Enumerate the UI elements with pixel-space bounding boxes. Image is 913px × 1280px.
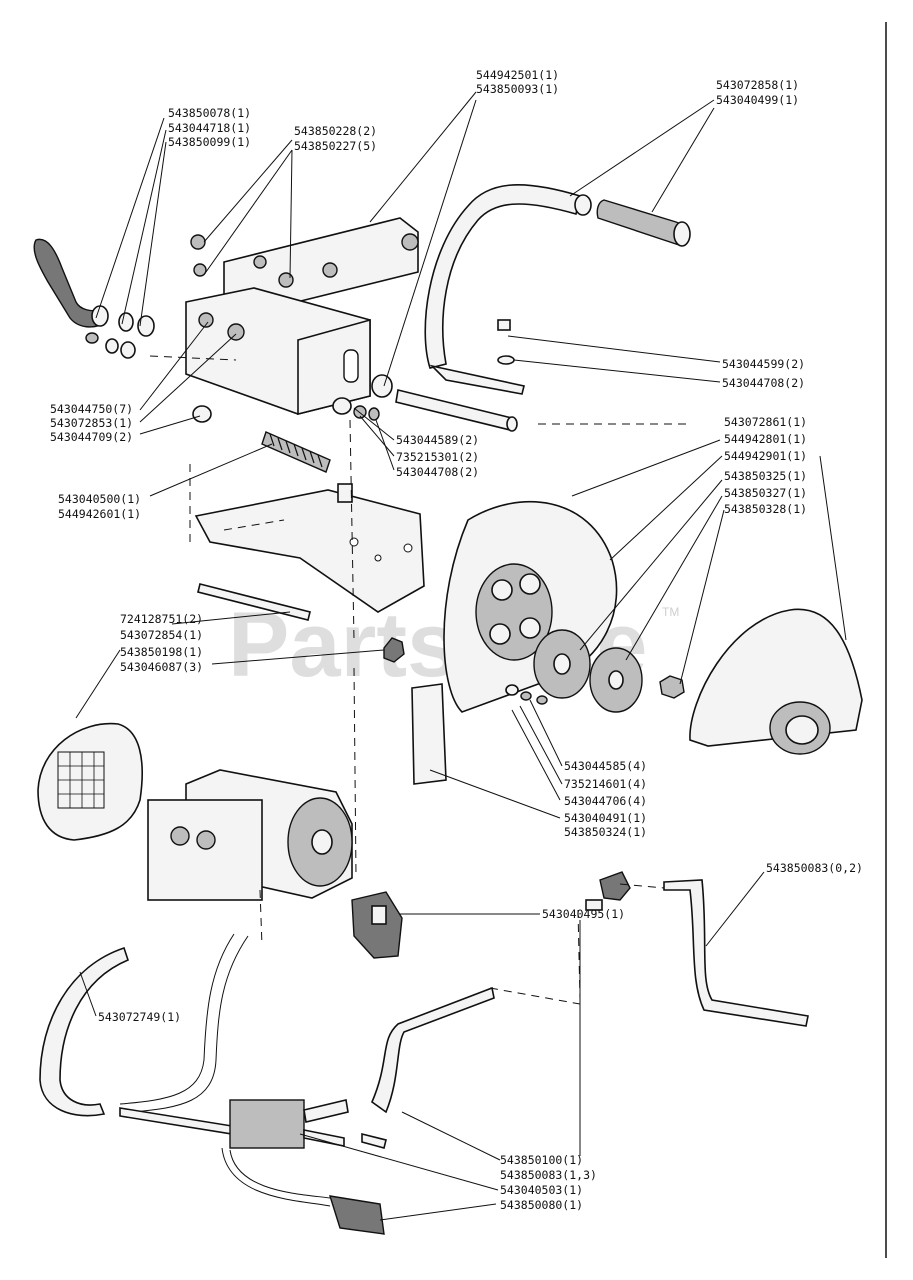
callout-label: 543072858(1) <box>716 78 799 92</box>
watermark-tm: TM <box>662 605 679 619</box>
leader-lines <box>75 91 847 1221</box>
knob <box>383 637 405 663</box>
crank-handle <box>33 238 109 328</box>
callout-label: 543044708(2) <box>396 465 479 479</box>
callout-labels: 544942501(1) 543850093(1) 543072858(1) 5… <box>50 68 863 1212</box>
callout-label: 543046087(3) <box>120 660 203 674</box>
upper-bracket <box>190 217 419 317</box>
callout-label: 543044708(2) <box>722 376 805 390</box>
callout-label: 543850083(1,3) <box>500 1168 597 1182</box>
callout-label: 544942601(1) <box>58 507 141 521</box>
callout-label: 543040500(1) <box>58 492 141 506</box>
callout-label: 543044589(2) <box>396 433 479 447</box>
push-handle <box>424 184 592 369</box>
cover-plate <box>411 683 447 785</box>
callout-label: 543044750(7) <box>50 402 133 416</box>
handle-bolt <box>497 319 515 365</box>
callout-label: 543040503(1) <box>500 1183 583 1197</box>
blade-guard <box>689 608 863 755</box>
callout-label: 543850228(2) <box>294 124 377 138</box>
callout-label: 543850198(1) <box>120 645 203 659</box>
base-plate <box>194 483 425 613</box>
callout-label: 543850099(1) <box>168 135 251 149</box>
callout-label: 543072853(1) <box>50 416 133 430</box>
callout-label: 543044585(4) <box>564 759 647 773</box>
handle-grip <box>596 199 691 247</box>
washers-crank <box>85 312 155 359</box>
callout-label: 735214601(4) <box>564 777 647 791</box>
electric-motor <box>147 769 353 901</box>
callout-label: 544942901(1) <box>724 449 807 463</box>
callout-label: 543044599(2) <box>722 357 805 371</box>
callout-label: 543850227(5) <box>294 139 377 153</box>
callout-label: 543850328(1) <box>724 502 807 516</box>
frame-box <box>185 287 371 416</box>
callout-label: 543072749(1) <box>98 1010 181 1024</box>
callout-label: 543040499(1) <box>716 93 799 107</box>
disc-pair <box>533 629 643 713</box>
callout-label: 543850324(1) <box>564 825 647 839</box>
callout-label: 543040495(1) <box>542 907 625 921</box>
axle-pin <box>395 389 518 432</box>
hex-nut <box>659 675 685 699</box>
rod <box>197 583 311 621</box>
callout-label: 543044718(1) <box>168 121 251 135</box>
assembly-dashes <box>149 355 690 1005</box>
callout-label: 543044709(2) <box>50 430 133 444</box>
callout-label: 543850100(1) <box>500 1153 583 1167</box>
callout-label: 543850325(1) <box>724 469 807 483</box>
callout-label: 544942801(1) <box>724 432 807 446</box>
callout-label: 543850093(1) <box>476 82 559 96</box>
washer-set-frame <box>332 397 380 421</box>
callout-label: 543072854(1) <box>120 628 203 642</box>
callout-label: 543850083(0,2) <box>766 861 863 875</box>
callout-label: 724128751(2) <box>120 612 203 626</box>
fasteners-discs <box>505 684 548 705</box>
handle-bracket <box>429 364 525 395</box>
switch <box>351 891 403 959</box>
handle-washer <box>371 374 393 398</box>
tension-spring <box>261 431 331 473</box>
callout-label: 544942501(1) <box>476 68 559 82</box>
callout-label: 543044706(4) <box>564 794 647 808</box>
callout-label: 543850078(1) <box>168 106 251 120</box>
callout-label: 543850327(1) <box>724 486 807 500</box>
callout-label: 543072861(1) <box>724 415 807 429</box>
washer-lower <box>192 405 212 423</box>
fan-cover <box>37 722 143 841</box>
callout-label: 543850080(1) <box>500 1198 583 1212</box>
callout-label: 735215301(2) <box>396 450 479 464</box>
power-cables <box>39 871 809 1235</box>
callout-label: 543040491(1) <box>564 811 647 825</box>
